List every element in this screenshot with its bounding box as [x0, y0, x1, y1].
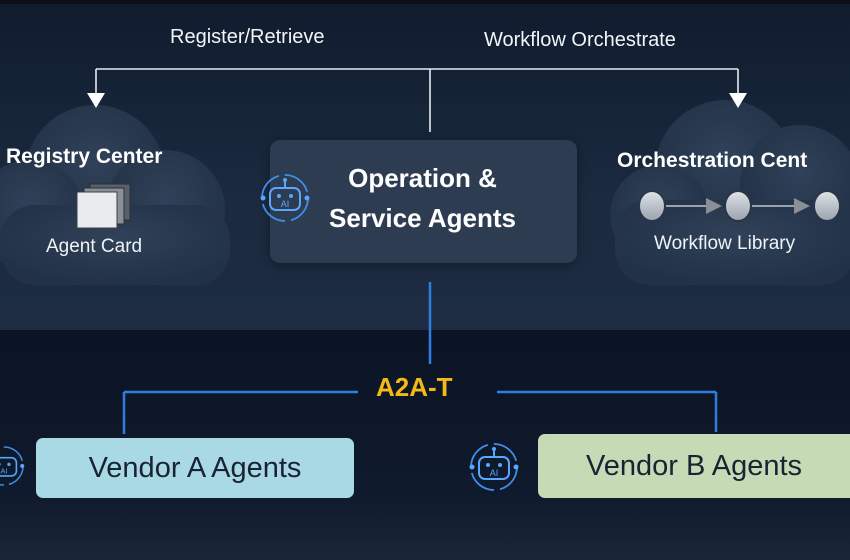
register-retrieve-label: Register/Retrieve — [170, 26, 325, 48]
svg-text:AI: AI — [0, 466, 7, 475]
agent-card-icon — [76, 183, 131, 229]
vendor-b-label: Vendor B Agents — [585, 449, 803, 482]
a2a-t-protocol-label: A2A-T — [376, 372, 453, 402]
workflow-nodes-icon — [638, 190, 841, 222]
center-title-line1: Operation & — [348, 163, 497, 193]
workflow-orchestrate-label: Workflow Orchestrate — [484, 29, 676, 51]
registry-center-title: Registry Center — [6, 145, 163, 168]
vendor-a-agents-box: Vendor A Agents — [36, 438, 354, 498]
arrow-down-left — [87, 93, 105, 108]
top-border — [0, 0, 850, 4]
vendor-a-label: Vendor A Agents — [88, 451, 302, 484]
registry-cloud — [0, 105, 230, 285]
vendor-b-agents-box: Vendor B Agents — [538, 434, 850, 498]
orchestration-center-title: Orchestration Cent — [617, 149, 808, 172]
agent-card-label: Agent Card — [46, 236, 143, 257]
operation-service-agents-title: Operation & Service Agents — [300, 158, 545, 238]
ai-robot-icon: AI — [260, 174, 310, 222]
workflow-library-label: Workflow Library — [654, 233, 796, 254]
top-connectors — [95, 68, 739, 132]
svg-text:AI: AI — [490, 468, 499, 478]
vendor-b-robot-icon: AI — [469, 443, 519, 491]
center-title-line2: Service Agents — [329, 203, 516, 233]
operation-service-agents-box — [270, 140, 577, 263]
vendor-a-robot-icon: AI — [0, 446, 25, 486]
svg-text:AI: AI — [281, 199, 290, 209]
arrow-down-right — [729, 93, 747, 108]
a2a-connectors — [122, 282, 718, 434]
